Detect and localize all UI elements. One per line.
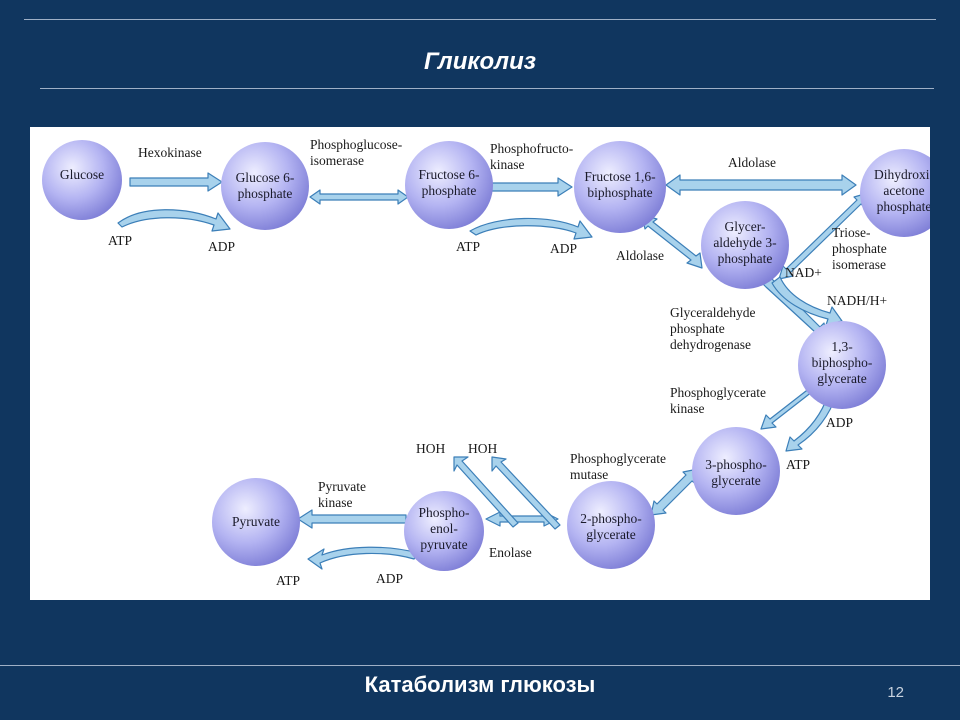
svg-text:3-phospho-: 3-phospho- [705,457,767,472]
node-glucose-6-phosphate: Glucose 6- phosphate [221,142,309,230]
label-pyruvate-kinase-2: kinase [318,495,353,510]
arrow-aldolase-top [665,174,857,196]
node-phosphoenolpyruvate: Phospho- enol- pyruvate [404,491,484,571]
svg-text:glycerate: glycerate [711,473,760,488]
svg-text:Glycer-: Glycer- [725,219,766,234]
arrow-atp-adp-1 [117,209,231,232]
node-2-phosphoglycerate: 2-phospho- glycerate [567,481,655,569]
page-number: 12 [887,684,904,701]
node-1-3-biphosphoglycerate: 1,3- biphospho- glycerate [798,321,886,409]
label-hoh-1: HOH [416,441,445,456]
svg-text:phosphate: phosphate [422,183,477,198]
label-hexokinase: Hexokinase [138,145,202,160]
label-pyruvate-kinase-1: Pyruvate [318,479,366,494]
node-fructose-6-phosphate: Fructose 6- phosphate [405,141,493,229]
arrow-aldolase-bottom [641,214,703,269]
svg-text:Phospho-: Phospho- [418,505,470,520]
svg-text:glycerate: glycerate [817,371,866,386]
svg-text:acetone: acetone [883,183,924,198]
arrow-enolase [485,511,559,527]
label-pgk-2: kinase [670,401,705,416]
label-atp-3: ATP [786,457,810,472]
svg-text:phosphate: phosphate [877,199,930,214]
label-pgm-2: mutase [570,467,608,482]
label-phosphoglucose-isomerase-2: isomerase [310,153,364,168]
glycolysis-diagram: Glucose Glucose 6- phosphate Fructose 6-… [42,137,930,588]
arrow-phosphoglycerate-mutase [650,468,699,516]
label-hoh-2: HOH [468,441,497,456]
label-phosphoglucose-isomerase-1: Phosphoglucose- [310,137,403,152]
label-phosphofructokinase-1: Phosphofructo- [490,141,574,156]
label-pgm-1: Phosphoglycerate [570,451,666,466]
label-g3pdh-2: phosphate [670,321,725,336]
arrow-adp-atp [785,394,837,452]
label-atp-4: ATP [276,573,300,588]
label-pgk-1: Phosphoglycerate [670,385,766,400]
slide-footer: Катаболизм глюкозы [364,672,596,697]
slide-title: Гликолиз [423,48,537,75]
label-g3pdh-3: dehydrogenase [670,337,751,352]
node-pyruvate: Pyruvate [212,478,300,566]
svg-text:Glucose: Glucose [60,167,104,182]
arrow-atp-adp-2 [469,217,593,240]
svg-text:biphospho-: biphospho- [812,355,873,370]
top-rule [24,19,936,20]
svg-text:2-phospho-: 2-phospho- [580,511,642,526]
arrow-phosphofructokinase [487,177,573,197]
svg-text:Pyruvate: Pyruvate [232,514,280,529]
label-adp-1: ADP [208,239,235,254]
svg-text:aldehyde 3-: aldehyde 3- [713,235,777,250]
label-aldolase-bottom: Aldolase [616,248,664,263]
svg-text:1,3-: 1,3- [831,339,853,354]
label-triose-2: phosphate [832,241,887,256]
label-g3pdh-1: Glyceraldehyde [670,305,755,320]
arrow-hoh-1 [453,456,519,528]
glycolysis-diagram-panel: Glucose Glucose 6- phosphate Fructose 6-… [30,127,930,600]
label-aldolase-top: Aldolase [728,155,776,170]
node-dihydroxyacetone-phosphate: Dihydroxi- acetone phosphate [860,149,930,237]
svg-text:enol-: enol- [430,521,458,536]
svg-text:pyruvate: pyruvate [420,537,467,552]
label-nadh: NADH/H+ [827,293,887,308]
arrow-phosphoglycerate-kinase [760,386,819,430]
node-glucose: Glucose [42,140,122,220]
arrow-phosphoglucose-isomerase [309,189,409,205]
label-adp-2: ADP [550,241,577,256]
label-enolase: Enolase [489,545,532,560]
label-adp-3: ADP [826,415,853,430]
svg-text:phosphate: phosphate [718,251,773,266]
svg-text:phosphate: phosphate [238,186,293,201]
title-rule [40,88,934,89]
label-adp-4: ADP [376,571,403,586]
arrow-pyruvate-kinase [297,509,407,529]
node-glyceraldehyde-3-phosphate: Glycer- aldehyde 3- phosphate [701,201,789,289]
label-nad: NAD+ [785,265,822,280]
label-atp-1: ATP [108,233,132,248]
node-fructose-1-6-biphosphate: Fructose 1,6- biphosphate [574,141,666,233]
label-phosphofructokinase-2: kinase [490,157,525,172]
svg-text:Fructose 1,6-: Fructose 1,6- [584,169,656,184]
svg-text:Dihydroxi-: Dihydroxi- [874,167,930,182]
footer-rule [0,665,960,666]
arrow-hexokinase [129,172,223,192]
arrow-adp-atp-bottom [307,546,419,570]
svg-text:glycerate: glycerate [586,527,635,542]
svg-text:Glucose 6-: Glucose 6- [236,170,295,185]
node-3-phosphoglycerate: 3-phospho- glycerate [692,427,780,515]
label-triose-1: Triose- [832,225,871,240]
svg-text:biphosphate: biphosphate [587,185,652,200]
arrow-hoh-2 [491,456,561,530]
svg-text:Fructose 6-: Fructose 6- [418,167,480,182]
label-atp-2: ATP [456,239,480,254]
label-triose-3: isomerase [832,257,886,272]
